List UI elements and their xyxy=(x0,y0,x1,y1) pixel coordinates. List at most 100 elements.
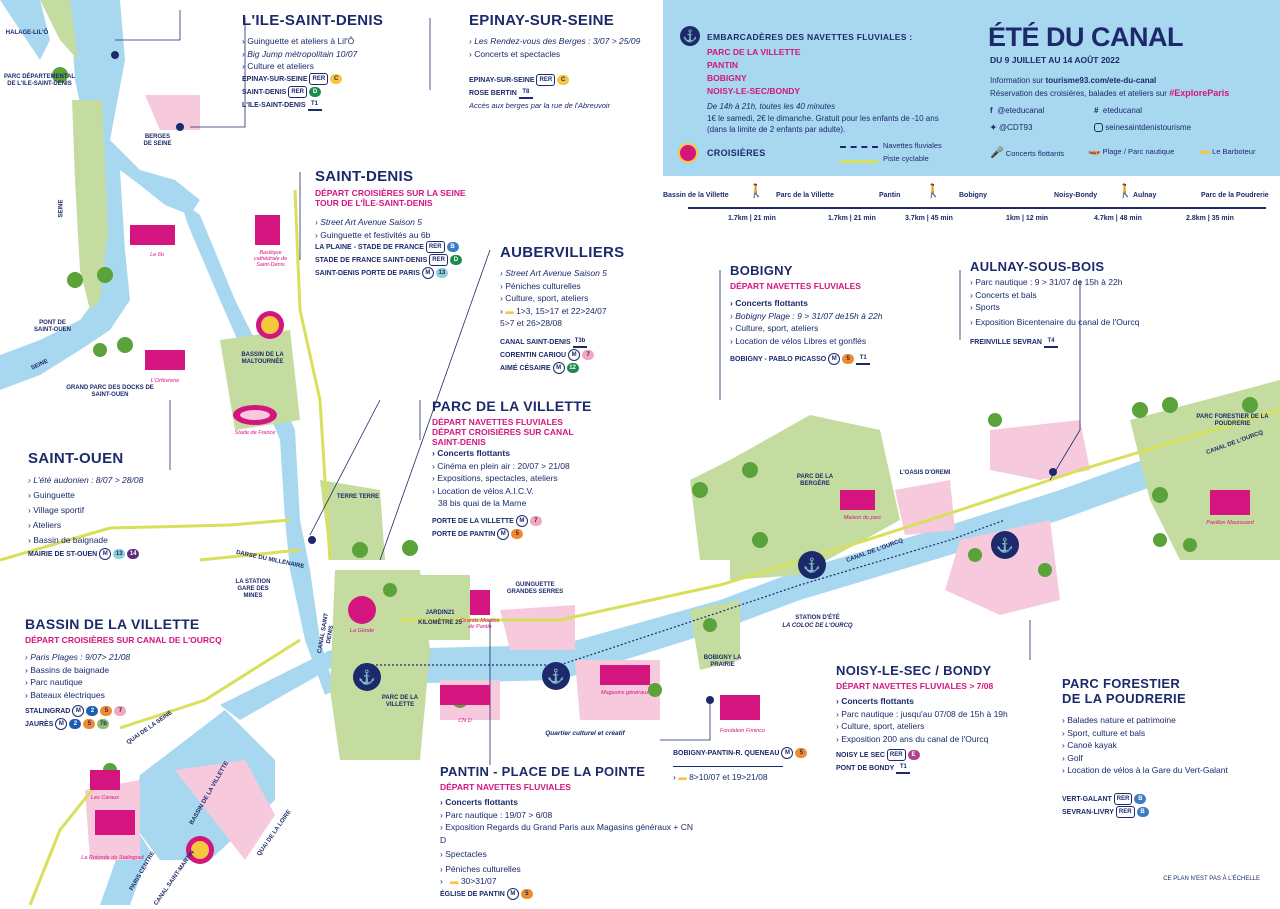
route-stop: Aulnay xyxy=(1133,192,1157,199)
list-item: Location de vélos à la Gare du Vert-Gala… xyxy=(1062,764,1262,777)
section-title: SAINT-DENIS xyxy=(315,168,414,185)
social-facebook[interactable]: f @eteducanal xyxy=(990,106,1044,115)
list-item: Sport, culture et bals xyxy=(1062,727,1262,740)
stop-name: SEVRAN-LIVRY xyxy=(1062,808,1114,816)
list-item: Guinguette et ateliers à Lil'Ô xyxy=(242,35,432,48)
list-item: Concerts flottants xyxy=(440,796,700,809)
route-stop: Pantin xyxy=(879,192,901,199)
info-url-link[interactable]: tourisme93.com/ete-du-canal xyxy=(1045,76,1157,85)
section-subtitle: DÉPART CROISIÈRES SUR CANAL xyxy=(432,427,574,437)
legend-piste-line xyxy=(840,160,878,163)
list-item: Village sportif xyxy=(28,503,188,518)
label-pavillon: Pavillon Maurouard xyxy=(1206,520,1254,526)
label-cnd: CN D xyxy=(458,718,472,724)
kayak-icon: 🛶 xyxy=(1088,146,1101,157)
list-item: Street Art Avenue Saison 5 xyxy=(315,216,490,229)
metro-badge: M xyxy=(781,747,794,760)
route-stop: Noisy-Bondy xyxy=(1054,192,1098,199)
line-badge: 2 xyxy=(86,706,99,717)
line-badge: 13 xyxy=(435,268,448,279)
label-parc-bergere: PARC DE LA BERGÈRE xyxy=(796,474,834,487)
label-parc-poudrerie-map: PARC FORESTIER DE LA POUDRERIE xyxy=(1196,414,1269,427)
rer-badge: RER xyxy=(288,85,308,98)
label-bobigny-prairie: BOBIGNY LA PRAIRIE xyxy=(703,655,742,668)
stop-name: PORTE DE PANTIN xyxy=(432,530,496,538)
metro-badge: M xyxy=(421,267,434,280)
stop-name: BOBIGNY - PABLO PICASSO xyxy=(730,356,827,363)
section-aulnay: AULNAY-SOUS-BOIS Parc nautique : 9 > 31/… xyxy=(970,259,1150,349)
route-distance: 1.7km | 21 min xyxy=(828,215,876,222)
list-item: Péniches culturelles xyxy=(440,863,700,876)
section-bassin-villette: BASSIN DE LA VILLETTE DÉPART CROISIÈRES … xyxy=(25,616,235,731)
label-geode: La Géode xyxy=(349,628,375,634)
embark-info: De 14h à 21h, toutes les 40 minutes 1€ l… xyxy=(707,101,939,136)
svg-text:⚓: ⚓ xyxy=(547,668,564,685)
list-item: Concerts flottants xyxy=(836,695,1036,708)
section-title: BASSIN DE LA VILLETTE xyxy=(25,616,200,632)
list-item: Canoë kayak xyxy=(1062,739,1262,752)
social-instagram[interactable]: seinesaintdenistourisme xyxy=(1094,123,1191,133)
social-twitter[interactable]: ✦ @CDT93 xyxy=(990,123,1032,132)
list-item: Concerts flottants xyxy=(730,297,910,310)
label-halage: HALAGE-LIL'Ô xyxy=(5,30,49,36)
label-guinguette-gs: GUINGUETTE GRANDES SERRES xyxy=(506,582,564,595)
anchor-villette: ⚓ xyxy=(353,663,381,691)
line-badge: 7 xyxy=(582,349,595,360)
route-distance: 1.7km | 21 min xyxy=(728,215,776,222)
section-title: EPINAY-SUR-SEINE xyxy=(469,12,615,29)
ile-saint-denis-island xyxy=(72,100,108,310)
section-title: L'ILE-SAINT-DENIS xyxy=(242,12,384,29)
facebook-handle: @eteducanal xyxy=(997,106,1045,115)
dates-text: 8>10/07 et 19>21/08 xyxy=(689,772,768,782)
explore-paris-hashtag[interactable]: #ExploreParis xyxy=(1169,88,1230,98)
label-parc-departemental: PARC DÉPARTEMENTAL DE L'ILE-SAINT-DENIS xyxy=(4,74,75,87)
legend-barboteur: ▬ Le Barboteur xyxy=(1200,146,1255,157)
stop-name: ÉGLISE DE PANTIN xyxy=(440,890,505,898)
list-item: Concerts et spectacles xyxy=(469,48,659,61)
route-distance: 1km | 12 min xyxy=(1006,215,1049,222)
line-badge: B xyxy=(446,242,459,253)
metro-badge: M xyxy=(497,527,510,540)
line-badge: 13 xyxy=(113,549,126,560)
date-item: ▬ 1>3, 15>17 et 22>24/07 xyxy=(500,305,660,318)
stop-name: SAINT-DENIS xyxy=(242,88,287,96)
stop-name: AIMÉ CÉSAIRE xyxy=(500,364,551,372)
stop-name: ROSE BERTIN xyxy=(469,90,517,97)
date-item: ▬ 30>31/07 xyxy=(440,875,700,888)
stop-name: NOISY LE SEC xyxy=(836,752,885,759)
rer-badge: RER xyxy=(1115,805,1135,818)
social-hashtag[interactable]: # eteducanal xyxy=(1094,106,1142,115)
line-badge: 7 xyxy=(529,515,542,526)
rer-badge: RER xyxy=(886,749,906,762)
canal-saint-denis-water xyxy=(180,200,335,695)
stop-name: LA PLAINE - STADE DE FRANCE xyxy=(315,244,424,251)
section-subtitle: DÉPART CROISIÈRES SUR LA SEINE xyxy=(315,188,466,198)
route-stop: Parc de la Villette xyxy=(776,192,834,199)
microphone-icon: 🎤 xyxy=(990,147,1004,159)
stop-name: CORENTIN CARIOU xyxy=(500,351,567,359)
rer-badge: RER xyxy=(425,241,445,254)
info-prefix: Information sur xyxy=(990,76,1046,85)
boat-icon: ▬ xyxy=(678,772,687,782)
route-bar: 🚶 🚶 🚶 Bassin de la Villette Parc de la V… xyxy=(663,183,1280,228)
address: 38 bis quai de la Marne xyxy=(438,498,527,508)
walk-icon: 🚶 xyxy=(748,183,765,198)
list-item: Parc nautique xyxy=(25,676,235,689)
twitter-icon: ✦ xyxy=(990,123,997,132)
dates-text: 1>3, 15>17 et 22>24/07 xyxy=(516,305,607,316)
stop-name: EPINAY-SUR-SEINE xyxy=(242,75,308,83)
list-item: Culture et ateliers xyxy=(242,60,432,73)
label-maison-parc: Maison du parc xyxy=(843,515,882,521)
